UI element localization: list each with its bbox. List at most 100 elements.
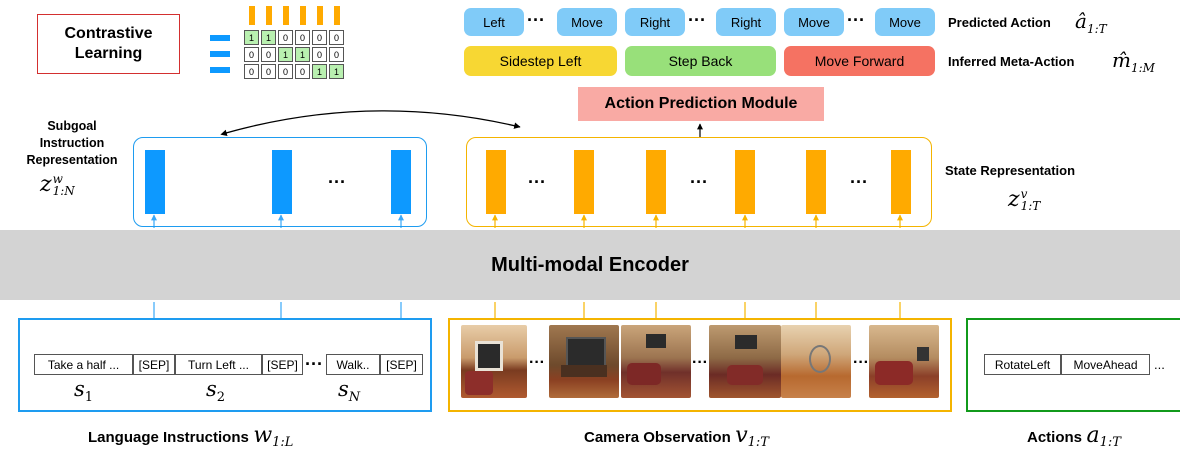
matrix-cell: 1 [261, 30, 276, 45]
state-sym: z [1008, 187, 1020, 212]
sep-token: [SEP] [133, 354, 175, 375]
action-token: RotateLeft [984, 354, 1061, 375]
state-embedding-bar [574, 150, 594, 214]
ellipsis: ··· [688, 10, 706, 30]
subgoal-label-3: Representation [26, 153, 118, 167]
ellipsis: ··· [690, 172, 708, 192]
contrastive-learning-box: Contrastive Learning [37, 14, 180, 74]
subgoal-s2: s2 [206, 377, 225, 405]
predicted-action-pill: Move [557, 8, 617, 36]
predicted-sub: 1:T [1086, 22, 1107, 36]
matrix-cell: 1 [278, 47, 293, 62]
action-token: MoveAhead [1061, 354, 1150, 375]
state-marker-3 [283, 6, 289, 25]
matrix-cell: 0 [312, 47, 327, 62]
state-marker-5 [317, 6, 323, 25]
state-marker-6 [334, 6, 340, 25]
matrix-cell: 1 [329, 64, 344, 79]
meta-symbol: m̂ [1112, 48, 1131, 72]
matrix-cell: 0 [278, 30, 293, 45]
state-sub: 1:T [1020, 199, 1041, 213]
state-representation-box [466, 137, 932, 227]
state-embedding-bar [646, 150, 666, 214]
observation-frame [709, 325, 781, 398]
cam-sym: v [735, 423, 748, 448]
lang-sym: w [253, 423, 273, 448]
camera-observation-caption: Camera Observation v1:T [584, 423, 769, 450]
multi-modal-encoder: Multi-modal Encoder [0, 230, 1180, 300]
s-sub: N [348, 390, 361, 406]
meta-action-symbol: m̂1:M [1112, 48, 1155, 75]
state-marker-1 [249, 6, 255, 25]
s-sym: s [74, 377, 85, 401]
ellipsis: ··· [692, 354, 708, 371]
observation-frame [461, 325, 527, 398]
predicted-action-pill: Right [716, 8, 776, 36]
state-sup: v [1020, 187, 1028, 201]
act-sym: a [1086, 423, 1100, 448]
ellipsis: ··· [328, 172, 346, 192]
subgoal-label: Subgoal Instruction Representation [2, 118, 142, 169]
subgoal-marker-2 [210, 51, 230, 57]
cam-label: Camera Observation [584, 429, 731, 446]
state-embedding-bar [806, 150, 826, 214]
matrix-cell: 0 [244, 47, 259, 62]
meta-action-pill: Step Back [625, 46, 776, 76]
s-sub: 2 [216, 390, 226, 406]
predicted-action-pill: Left [464, 8, 524, 36]
act-label: Actions [1027, 429, 1083, 446]
meta-action-pill: Move Forward [784, 46, 935, 76]
meta-sub: 1:M [1130, 61, 1155, 75]
subgoal-sym: z [40, 172, 52, 197]
instruction-token: Walk.. [326, 354, 380, 375]
meta-action-pill: Sidestep Left [464, 46, 617, 76]
subgoal-sN: sN [338, 377, 360, 405]
subgoal-marker-1 [210, 35, 230, 41]
contrastive-label-2: Learning [74, 45, 143, 62]
subgoal-label-1: Subgoal [47, 119, 97, 133]
subgoal-embedding-bar [272, 150, 292, 214]
state-embedding-bar [486, 150, 506, 214]
predicted-action-label: Predicted Action [948, 15, 1051, 30]
ellipsis: ··· [529, 354, 545, 371]
sep-token: [SEP] [380, 354, 423, 375]
s-sym: s [338, 377, 349, 401]
matrix-cell: 1 [244, 30, 259, 45]
language-instructions-caption: Language Instructions w1:L [88, 423, 293, 450]
meta-action-label: Inferred Meta-Action [948, 54, 1075, 69]
predicted-action-symbol: â1:T [1075, 9, 1107, 36]
matrix-cell: 0 [261, 64, 276, 79]
state-label: State Representation [945, 163, 1076, 178]
ellipsis: ··· [853, 354, 869, 371]
ellipsis: ··· [847, 10, 865, 30]
ellipsis: ··· [305, 354, 323, 374]
lang-label: Language Instructions [88, 429, 249, 446]
matrix-cell: 1 [312, 64, 327, 79]
matrix-cell: 0 [261, 47, 276, 62]
predicted-symbol: â [1075, 9, 1087, 33]
contrastive-label-1: Contrastive [64, 25, 153, 42]
predicted-action-pill: Move [784, 8, 844, 36]
camera-observation-box [448, 318, 952, 412]
subgoal-s1: s1 [74, 377, 93, 405]
s-sym: s [206, 377, 217, 401]
ellipsis: ··· [528, 172, 546, 192]
matrix-cell: 0 [312, 30, 327, 45]
state-marker-2 [266, 6, 272, 25]
subgoal-sub: 1:N [52, 184, 75, 198]
subgoal-representation-box [133, 137, 427, 227]
state-embedding-bar [891, 150, 911, 214]
cam-sub: 1:T [747, 435, 769, 451]
act-sub: 1:T [1099, 435, 1121, 451]
state-marker-4 [300, 6, 306, 25]
action-ellipsis: ... [1154, 357, 1165, 372]
subgoal-marker-3 [210, 67, 230, 73]
similarity-matrix: 1 1 0 0 0 0 0 0 1 1 0 0 0 0 0 0 1 1 [244, 30, 346, 81]
matrix-cell: 0 [295, 64, 310, 79]
observation-frame [781, 325, 851, 398]
matrix-cell: 0 [295, 30, 310, 45]
matrix-cell: 0 [278, 64, 293, 79]
observation-frame [869, 325, 939, 398]
subgoal-embedding-bar [391, 150, 411, 214]
